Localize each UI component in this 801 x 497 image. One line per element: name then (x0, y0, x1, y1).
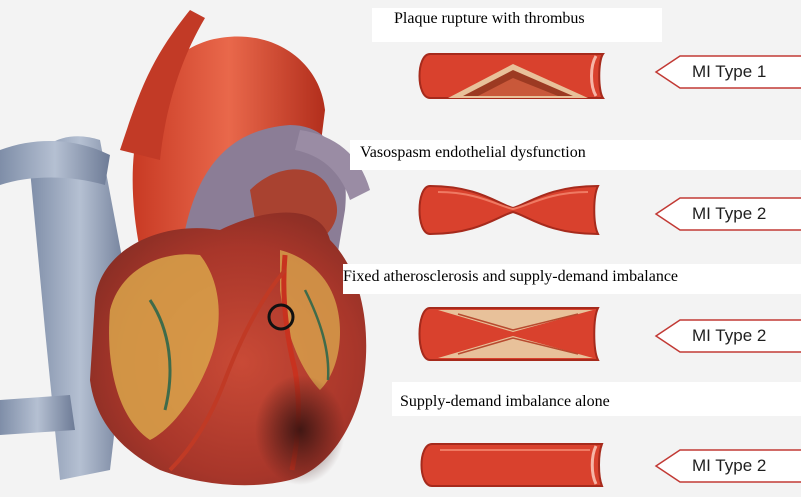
vessel-vasospasm-constriction (418, 180, 608, 240)
caption-vasospasm: Vasospasm endothelial dysfunction (350, 140, 801, 170)
label-mi-type-1: MI Type 1 (692, 62, 766, 82)
caption-fixed-atherosclerosis: Fixed atherosclerosis and supply-demand … (343, 264, 801, 294)
label-mi-type-2-c: MI Type 2 (692, 456, 766, 476)
infarct-region (255, 375, 345, 485)
label-mi-type-2-a: MI Type 2 (692, 204, 766, 224)
vessel-normal (420, 440, 610, 490)
label-mi-type-2-b: MI Type 2 (692, 326, 766, 346)
vein-branch-lower (0, 395, 75, 435)
caption-supply-demand: Supply-demand imbalance alone (392, 382, 801, 416)
vessel-plaque-rupture-thrombus (418, 46, 608, 106)
caption-plaque-rupture: Plaque rupture with thrombus (372, 8, 662, 42)
vessel-fixed-atherosclerosis (418, 302, 608, 366)
